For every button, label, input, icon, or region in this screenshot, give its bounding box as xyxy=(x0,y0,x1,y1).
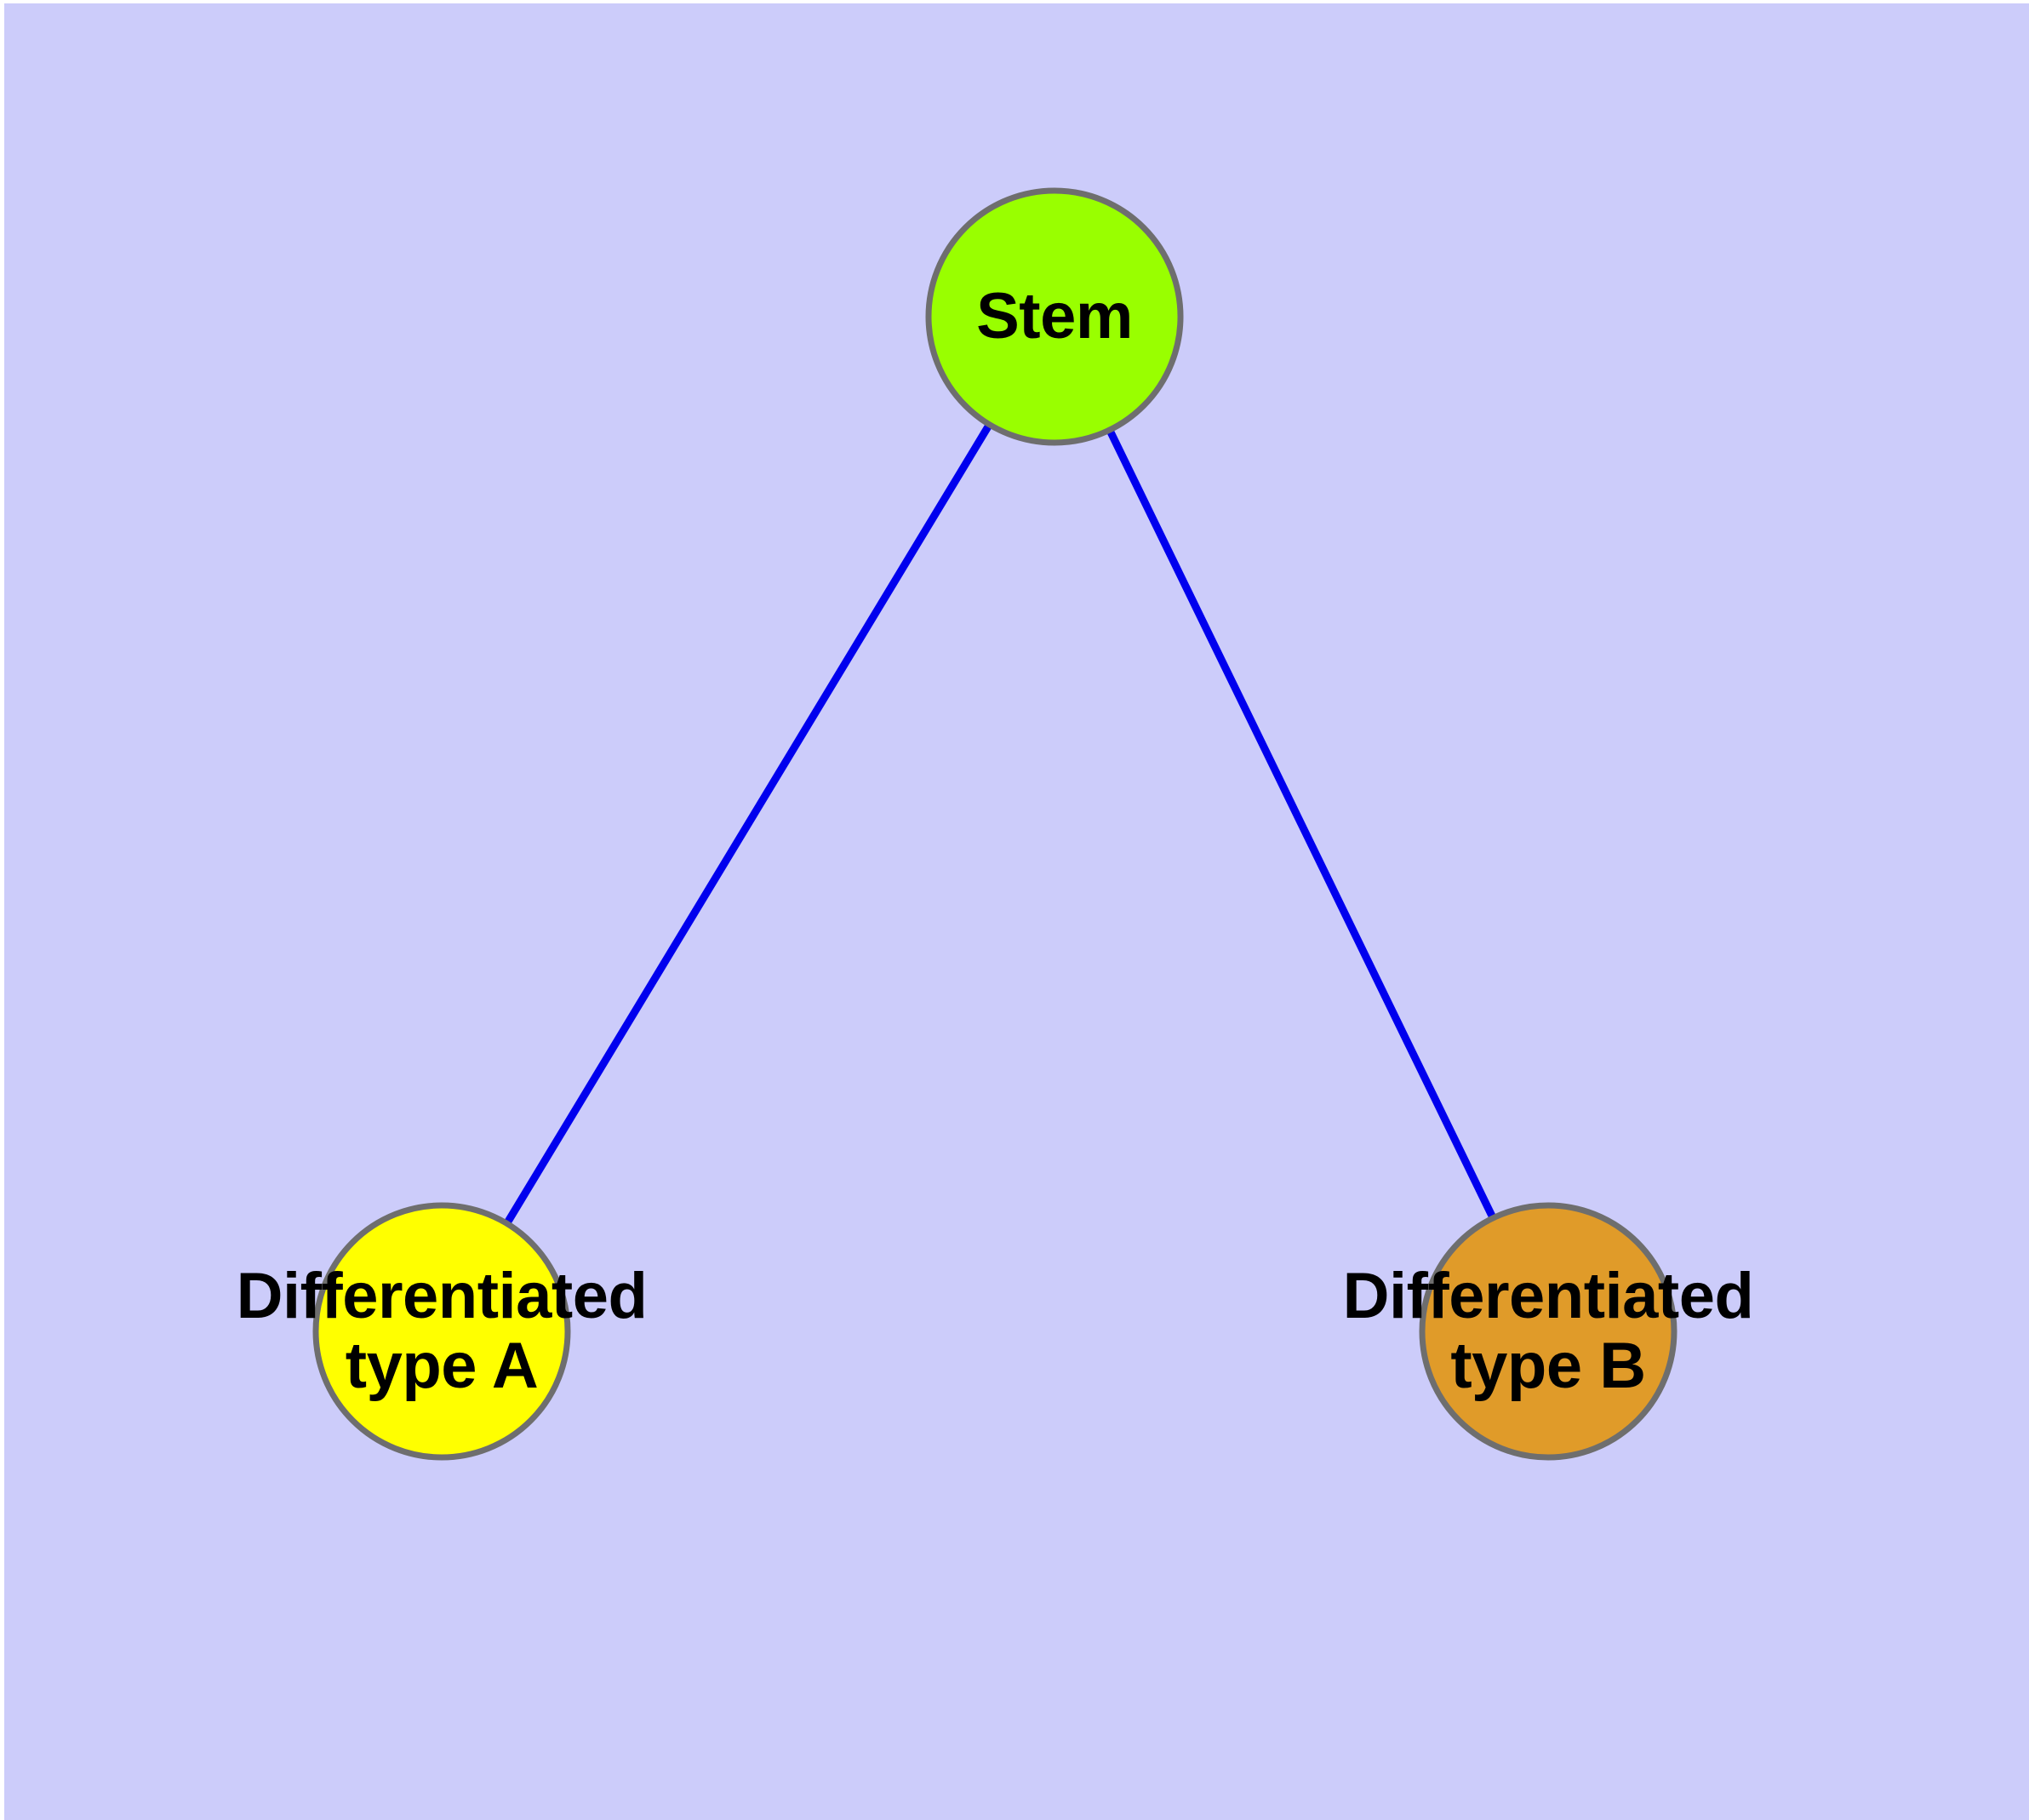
node-stem[interactable] xyxy=(925,187,1184,446)
edge-stem-to-differentiated-type-b xyxy=(1050,315,1552,1333)
node-differentiated-type-a[interactable] xyxy=(312,1202,571,1461)
edge-stem-to-differentiated-type-a xyxy=(438,314,1058,1334)
node-differentiated-type-b[interactable] xyxy=(1419,1202,1677,1461)
